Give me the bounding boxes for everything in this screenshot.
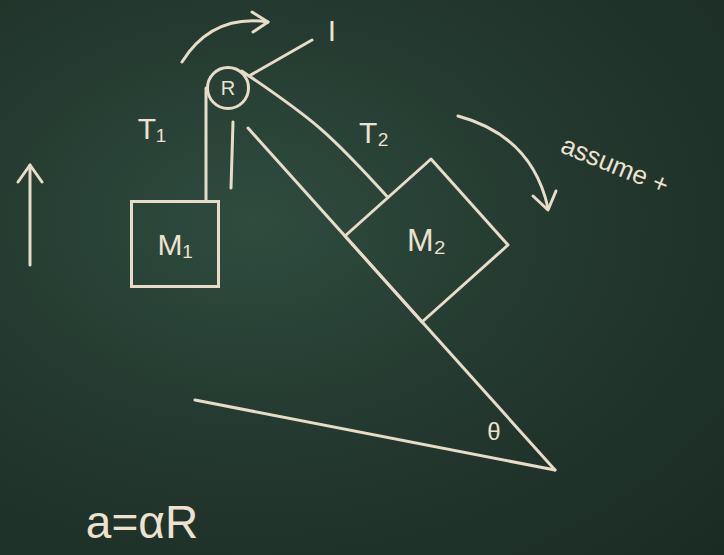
rotation-arrow bbox=[182, 21, 268, 62]
support-line bbox=[231, 122, 233, 188]
arrow-head bbox=[18, 165, 42, 182]
node-label: M₂ bbox=[407, 223, 446, 258]
direction-arrow bbox=[458, 116, 548, 208]
pulley-circle bbox=[208, 68, 249, 109]
hanging-mass: M₁ bbox=[130, 200, 220, 288]
arrow-head bbox=[533, 191, 556, 210]
angle-label: θ bbox=[487, 419, 500, 445]
inertia-label: I bbox=[328, 14, 336, 47]
equation: a=αR bbox=[86, 497, 198, 548]
node-label: R bbox=[221, 77, 235, 99]
pulley-wheel: R bbox=[206, 66, 250, 110]
incline-base bbox=[195, 400, 555, 470]
incline-mass: M₂ bbox=[345, 159, 508, 322]
block-square bbox=[345, 159, 508, 322]
tension-label: T₁ bbox=[138, 112, 166, 145]
node-label: M₁ bbox=[157, 228, 192, 261]
rope bbox=[205, 88, 208, 200]
up-arrow bbox=[29, 165, 32, 265]
direction-note: assume + bbox=[557, 130, 673, 199]
arrow-head bbox=[252, 12, 268, 32]
tension-label: T₂ bbox=[359, 116, 389, 149]
leader-line bbox=[249, 40, 312, 76]
rope bbox=[242, 71, 388, 197]
